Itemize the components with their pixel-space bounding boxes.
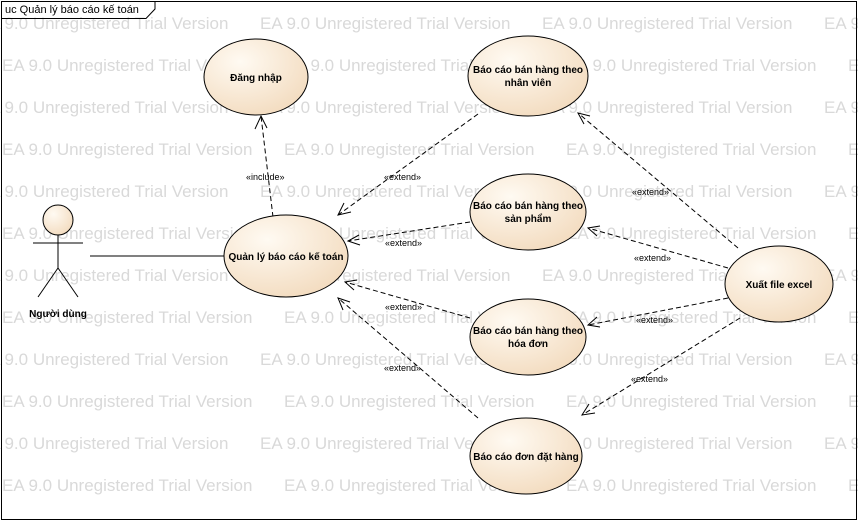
watermark-text: EA 9.0 Unregistered Trial Version [566, 224, 816, 243]
include-label: «include» [246, 172, 285, 182]
usecase-manage-reports[interactable]: Quản lý báo cáo kế toán [223, 214, 349, 298]
watermark-text: EA 9.0 Unregistered Trial Version [848, 392, 858, 411]
usecase-sales-by-employee-line2: nhân viên [505, 78, 552, 89]
watermark-text: EA 9.0 Unregistered Trial Version [542, 98, 792, 117]
watermark-text: EA 9.0 Unregistered Trial Version [260, 14, 510, 33]
extend-label-invoice: «extend» [385, 302, 422, 312]
watermark-text: EA 9.0 Unregistered Trial Version [2, 392, 252, 411]
watermark-text: EA 9.0 Unregistered Trial Version [542, 434, 792, 453]
watermark-text: EA 9.0 Unregistered Trial Version [542, 182, 792, 201]
watermark-text: EA 9.0 Unregistered Trial Version [284, 140, 534, 159]
watermark-text: EA 9.0 Unregistered Trial Version [284, 308, 534, 327]
watermark-text: EA 9.0 Unregistered Trial Version [566, 476, 816, 495]
watermark-text: EA 9.0 Unregistered Trial Version [0, 98, 228, 117]
frame-title: uc Quản lý báo cáo kế toán [5, 4, 139, 16]
extend-relation-invoice: «extend» [343, 279, 471, 319]
watermark-text: EA 9.0 Unregistered Trial Version [824, 350, 858, 369]
watermark-text: EA 9.0 Unregistered Trial Version [566, 56, 816, 75]
extend-label-export-orders: «extend» [631, 374, 668, 384]
usecase-login[interactable]: Đăng nhập [203, 38, 309, 116]
watermark-text: EA 9.0 Unregistered Trial Version [824, 98, 858, 117]
include-relation: «include» [246, 114, 285, 218]
extend-label-product: «extend» [385, 238, 422, 248]
usecase-sales-by-invoice-line1: Báo cáo bán hàng theo [473, 326, 583, 337]
usecase-sales-by-employee-line1: Báo cáo bán hàng theo [473, 65, 583, 76]
extend-export-product: «extend» [586, 225, 729, 269]
usecase-export-excel[interactable]: Xuất file excel [724, 245, 834, 323]
watermark-text: EA 9.0 Unregistered Trial Version [284, 392, 534, 411]
extend-relation-employee: «extend» [337, 113, 479, 216]
watermark-text: EA 9.0 Unregistered Trial Version [824, 182, 858, 201]
actor-name: Người dùng [29, 309, 87, 320]
watermark-text: EA 9.0 Unregistered Trial Version [2, 476, 252, 495]
usecase-manage-reports-label: Quản lý báo cáo kế toán [228, 251, 343, 263]
watermark-text: EA 9.0 Unregistered Trial Version [566, 392, 816, 411]
watermark-text: EA 9.0 Unregistered Trial Version [260, 182, 510, 201]
extend-label-orders: «extend» [384, 363, 421, 373]
watermark-text: EA 9.0 Unregistered Trial Version [848, 476, 858, 495]
frame-title-tab [1, 1, 156, 19]
watermark-text: EA 9.0 Unregistered Trial Version [848, 224, 858, 243]
watermark-text: EA 9.0 Unregistered Trial Version [284, 476, 534, 495]
extend-export-employee: «extend» [577, 112, 739, 249]
watermark-text: EA 9.0 Unregistered Trial Version [0, 350, 228, 369]
usecase-login-label: Đăng nhập [230, 73, 282, 84]
usecase-sales-by-employee[interactable]: Báo cáo bán hàng theo nhân viên [467, 35, 589, 117]
watermark-text: EA 9.0 Unregistered Trial Version [2, 56, 252, 75]
extend-label-export-invoice: «extend» [636, 315, 673, 325]
usecase-order-report[interactable]: Báo cáo đơn đặt hàng [469, 417, 583, 495]
watermark-text: EA 9.0 Unregistered Trial Version [0, 14, 228, 33]
watermark-text: EA 9.0 Unregistered Trial Version [824, 14, 858, 33]
watermark-text: EA 9.0 Unregistered Trial Version [542, 350, 792, 369]
watermark-text: EA 9.0 Unregistered Trial Version [260, 434, 510, 453]
extend-export-invoice: «extend» [586, 297, 729, 328]
watermark-text: EA 9.0 Unregistered Trial Version [284, 224, 534, 243]
extend-relation-orders: «extend» [337, 297, 479, 419]
usecase-sales-by-invoice[interactable]: Báo cáo bán hàng theo hóa đơn [469, 298, 587, 376]
watermark-text: EA 9.0 Unregistered Trial Version [848, 140, 858, 159]
watermark-text: EA 9.0 Unregistered Trial Version [0, 266, 228, 285]
watermark-text: EA 9.0 Unregistered Trial Version [2, 140, 252, 159]
extend-relation-product: «extend» [346, 221, 471, 248]
usecase-export-excel-label: Xuất file excel [746, 279, 813, 291]
watermark-text: EA 9.0 Unregistered Trial Version [260, 98, 510, 117]
watermark-text: EA 9.0 Unregistered Trial Version [2, 224, 252, 243]
actor-user[interactable]: Người dùng [29, 204, 87, 320]
watermark-text: EA 9.0 Unregistered Trial Version [824, 434, 858, 453]
watermark-text: EA 9.0 Unregistered Trial Version [566, 140, 816, 159]
watermark-text: EA 9.0 Unregistered Trial Version [542, 14, 792, 33]
usecase-order-report-label: Báo cáo đơn đặt hàng [473, 452, 578, 463]
usecase-sales-by-product-line2: sản phẩm [505, 213, 552, 225]
usecase-sales-by-product-line1: Báo cáo bán hàng theo [473, 201, 583, 212]
usecase-sales-by-product[interactable]: Báo cáo bán hàng theo sản phẩm [469, 173, 587, 251]
usecase-sales-by-invoice-line2: hóa đơn [508, 339, 548, 350]
watermark-text: EA 9.0 Unregistered Trial Version [260, 350, 510, 369]
extend-label-export-product: «extend» [634, 253, 671, 263]
watermark-text: EA 9.0 Unregistered Trial Version [0, 182, 228, 201]
watermark-layer: EA 9.0 Unregistered Trial Version EA 9.0 … [0, 14, 858, 495]
watermark-text: EA 9.0 Unregistered Trial Version [2, 308, 252, 327]
extend-label-employee: «extend» [384, 172, 421, 182]
watermark-text: EA 9.0 Unregistered Trial Version [0, 434, 228, 453]
extend-export-orders: «extend» [580, 317, 741, 416]
extend-label-export-employee: «extend» [632, 187, 669, 197]
watermark-text: EA 9.0 Unregistered Trial Version [848, 56, 858, 75]
watermark-text: EA 9.0 Unregistered Trial Version [848, 308, 858, 327]
actor-head [42, 204, 74, 236]
